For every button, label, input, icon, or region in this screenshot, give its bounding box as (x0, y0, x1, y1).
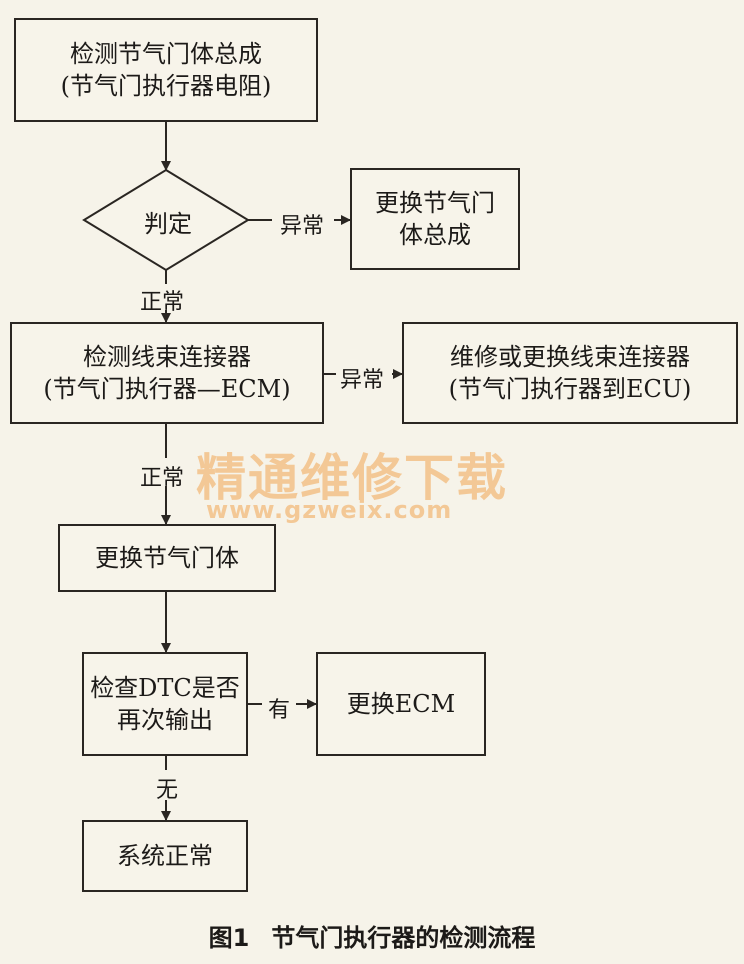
node-replace-assy-line2: 体总成 (399, 221, 471, 249)
decision-judge-label: 判定 (144, 210, 192, 238)
watermark-url: www.gzweix.com (206, 496, 453, 524)
edge-label-judge-abnormal: 异常 (280, 214, 325, 239)
node-repair-harness-line1: 维修或更换线束连接器 (450, 343, 690, 371)
node-check-dtc-line2: 再次输出 (117, 706, 213, 734)
node-repair-harness-connector: 维修或更换线束连接器 (节气门执行器到ECU) (402, 322, 738, 424)
node-check-throttle-body: 检测节气门体总成 (节气门执行器电阻) (14, 18, 318, 122)
node-check-dtc-line1: 检查DTC是否 (90, 674, 240, 702)
edge-label-judge-normal: 正常 (140, 290, 185, 315)
edge-label-harness-abnormal: 异常 (340, 368, 385, 393)
node-check-dtc: 检查DTC是否 再次输出 (82, 652, 248, 756)
figure-caption: 图1 节气门执行器的检测流程 (0, 918, 744, 953)
figure-number: 图1 (208, 924, 250, 952)
decision-diamond-shape (82, 168, 250, 272)
node-check-harness-line1: 检测线束连接器 (83, 343, 251, 371)
node-check-harness-line2: (节气门执行器—ECM) (43, 375, 291, 403)
node-system-normal-text: 系统正常 (117, 842, 213, 870)
node-repair-harness-line2: (节气门执行器到ECU) (448, 375, 692, 403)
node-check-throttle-body-line2: (节气门执行器电阻) (60, 72, 272, 100)
edge-label-dtc-no: 无 (156, 778, 179, 803)
node-replace-assy-line1: 更换节气门 (375, 189, 495, 217)
node-check-harness-connector: 检测线束连接器 (节气门执行器—ECM) (10, 322, 324, 424)
node-replace-throttle-body-text: 更换节气门体 (95, 544, 239, 572)
edge-label-dtc-yes: 有 (268, 698, 291, 723)
node-replace-throttle-body-assy: 更换节气门 体总成 (350, 168, 520, 270)
watermark-title: 精通维修下载 (196, 449, 508, 507)
node-check-throttle-body-line1: 检测节气门体总成 (70, 40, 262, 68)
node-replace-ecm-text: 更换ECM (346, 690, 456, 718)
node-replace-throttle-body: 更换节气门体 (58, 524, 276, 592)
node-system-normal: 系统正常 (82, 820, 248, 892)
figure-title: 节气门执行器的检测流程 (271, 924, 536, 952)
edge-label-harness-normal: 正常 (140, 466, 185, 491)
node-replace-ecm: 更换ECM (316, 652, 486, 756)
